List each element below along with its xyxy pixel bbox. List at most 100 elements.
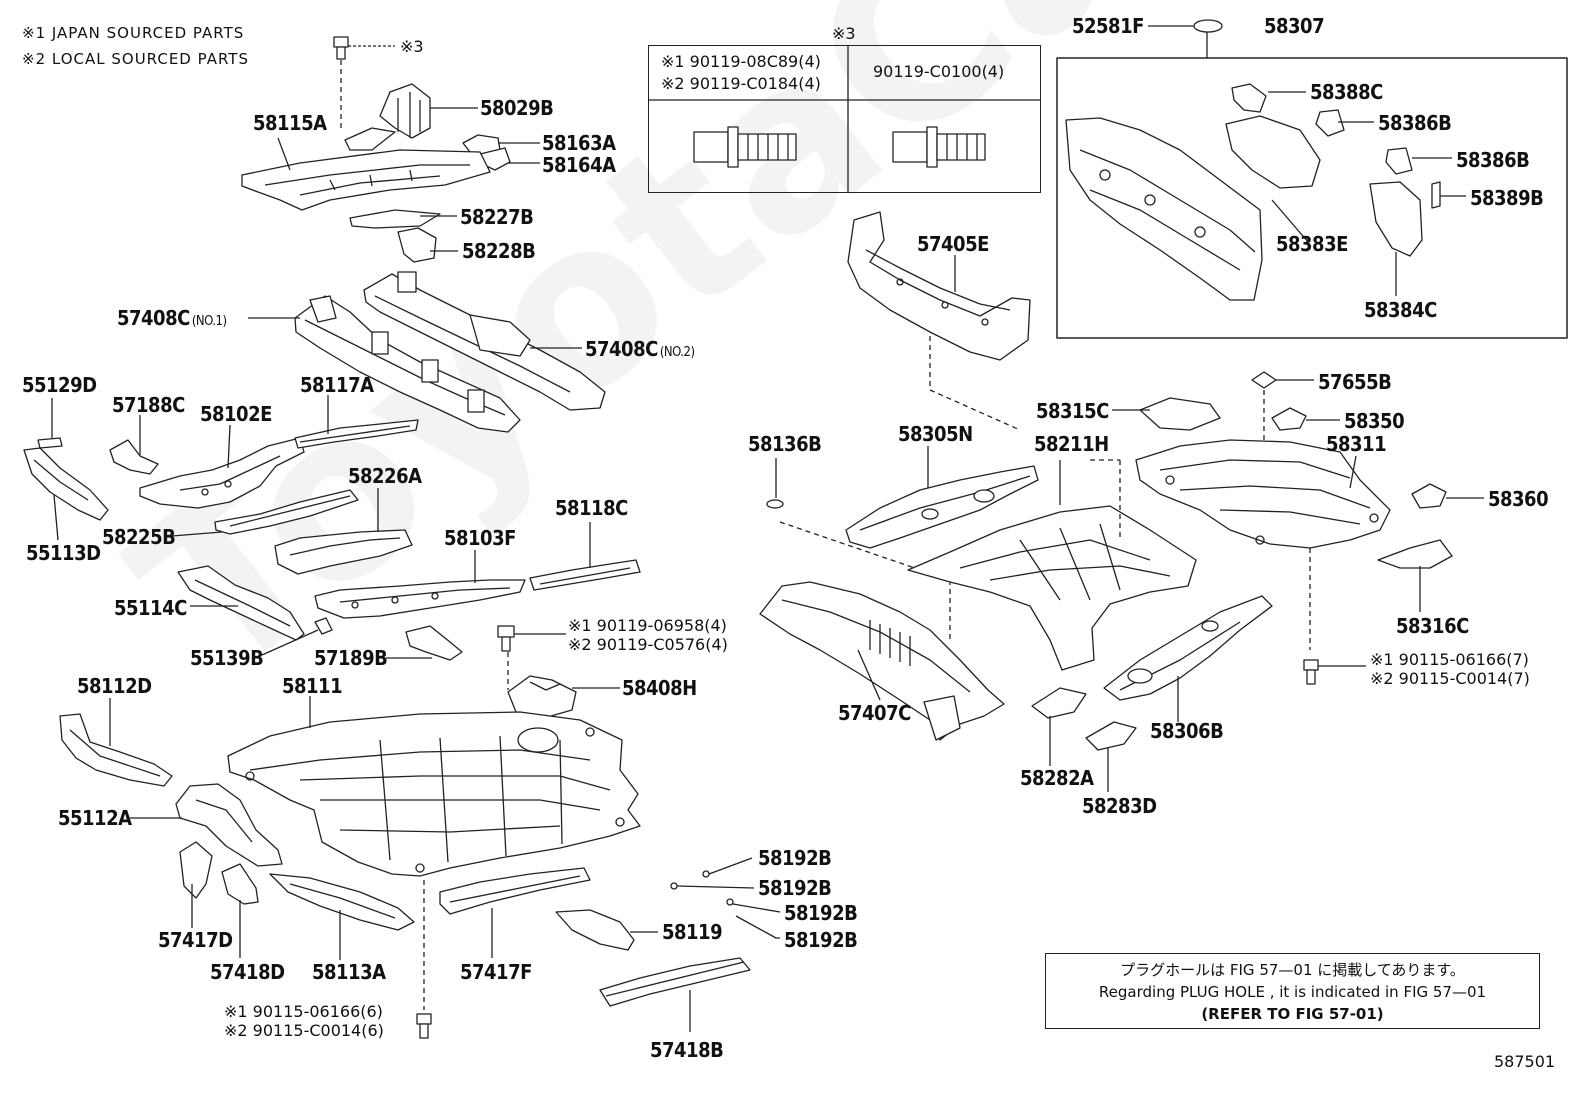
label-55129d: 55129D: [22, 373, 97, 397]
label-58384c: 58384C: [1364, 298, 1437, 322]
part-58283d: [1085, 721, 1137, 751]
label-58383e: 58383E: [1276, 232, 1348, 256]
label-58306b: 58306B: [1150, 719, 1224, 743]
bolt-table-left-line1: ※1 90119-08C89(4): [661, 52, 821, 71]
label-58211h: 58211H: [1034, 432, 1109, 456]
bolt-table-title: ※3: [832, 24, 856, 43]
label-bolt-bot-1: ※1 90115-06166(6): [224, 1002, 383, 1021]
part-58225b: [214, 489, 359, 535]
part-58102e: [139, 437, 305, 509]
part-58111: [227, 711, 641, 877]
label-58408h: 58408H: [622, 676, 697, 700]
part-55139b: [314, 617, 333, 635]
part-58226a: [274, 529, 413, 575]
label-58360: 58360: [1488, 487, 1549, 511]
label-55113d: 55113D: [26, 541, 101, 565]
label-58227b: 58227B: [460, 205, 534, 229]
label-57189b: 57189B: [314, 646, 388, 670]
label-55139b: 55139B: [190, 646, 264, 670]
part-57418d: [221, 863, 259, 905]
label-57407c: 57407C: [838, 701, 911, 725]
part-58103f: [314, 579, 526, 619]
pos-top-ref: ※3: [400, 37, 424, 56]
label-58226a: 58226A: [348, 464, 422, 488]
label-58192b-2: 58192B: [758, 876, 832, 900]
label-58350: 58350: [1344, 409, 1405, 433]
part-58315c: [1139, 397, 1221, 431]
part-57418b: [599, 957, 751, 1007]
label-52581f: 52581F: [1072, 14, 1144, 38]
plug-note-line3: (REFER TO FIG 57-01): [1201, 1005, 1384, 1023]
label-58228b: 58228B: [462, 239, 536, 263]
panel-58307-frame: [1056, 57, 1568, 339]
label-58388c: 58388C: [1310, 80, 1383, 104]
part-52581f: [1193, 19, 1223, 33]
part-58117a: [294, 419, 419, 449]
part-58227b: [349, 209, 441, 229]
part-57189b: [405, 625, 463, 661]
label-58192b-1: 58192B: [758, 846, 832, 870]
label-58282a: 58282A: [1020, 766, 1094, 790]
label-57405e: 57405E: [917, 232, 989, 256]
label-58164a: 58164A: [542, 153, 616, 177]
label-bolt-right-1: ※1 90115-06166(7): [1370, 650, 1529, 669]
label-57417f: 57417F: [460, 960, 532, 984]
label-58192b-3: 58192B: [784, 901, 858, 925]
label-58316c: 58316C: [1396, 614, 1469, 638]
bolt-table: ※1 90119-08C89(4) ※2 90119-C0184(4) 9011…: [648, 45, 1041, 193]
bolt-58408h: [497, 625, 515, 652]
part-57417d: [179, 841, 213, 899]
label-57408c-no1: 57408C(NO.1): [117, 306, 227, 330]
label-bolt-mid-1: ※1 90119-06958(4): [568, 616, 727, 635]
part-58211h: [907, 505, 1197, 671]
label-57408c-no2: 57408C(NO.2): [585, 337, 695, 361]
figure-number: 587501: [1494, 1052, 1556, 1071]
label-57417d: 57417D: [158, 928, 233, 952]
part-58388c: [1231, 83, 1267, 113]
label-58111: 58111: [282, 674, 343, 698]
label-58307: 58307: [1264, 14, 1325, 38]
part-55114c: [177, 565, 305, 641]
label-58117a: 58117A: [300, 373, 374, 397]
label-58225b: 58225B: [102, 525, 176, 549]
label-58102e: 58102E: [200, 402, 272, 426]
part-57408c-no2: [363, 271, 606, 411]
label-55112a: 55112A: [58, 806, 132, 830]
part-55112a: [175, 783, 283, 867]
label-58386b-1: 58386B: [1378, 111, 1452, 135]
label-57418b: 57418B: [650, 1038, 724, 1062]
part-58029b: [344, 83, 431, 151]
label-58112d: 58112D: [77, 674, 152, 698]
label-58113a: 58113A: [312, 960, 386, 984]
part-58311: [1135, 439, 1391, 549]
bolt-table-left-line2: ※2 90119-C0184(4): [661, 74, 821, 93]
part-58119: [555, 909, 635, 951]
label-57655b: 57655B: [1318, 370, 1392, 394]
label-55114c: 55114C: [114, 596, 187, 620]
plug-hole-note: プラグホールは FIG 57—01 に掲載してあります。 Regarding P…: [1045, 953, 1540, 1029]
part-57408c-no1: [294, 295, 521, 433]
label-58103f: 58103F: [444, 526, 516, 550]
note-japan-sourced: ※1 JAPAN SOURCED PARTS: [22, 24, 245, 42]
part-58350: [1271, 407, 1307, 431]
part-58305n: [845, 465, 1039, 549]
part-58384c-set: [1225, 109, 1441, 257]
label-bolt-mid-2: ※2 90119-C0576(4): [568, 635, 728, 654]
part-57417f: [439, 867, 591, 915]
label-bolt-right-2: ※2 90115-C0014(7): [1370, 669, 1530, 688]
bolt-58311: [1303, 659, 1319, 685]
bolt-table-graphics: [648, 46, 1040, 192]
label-bolt-bot-2: ※2 90115-C0014(6): [224, 1021, 384, 1040]
part-57655b: [1251, 371, 1277, 389]
label-57188c: 57188C: [112, 393, 185, 417]
part-58306b: [1103, 595, 1273, 701]
part-58118c: [529, 559, 641, 591]
bolt-58029b-top: [333, 36, 349, 60]
plug-note-line2: Regarding PLUG HOLE , it is indicated in…: [1098, 983, 1487, 1001]
part-58282a: [1031, 687, 1087, 719]
note-local-sourced: ※2 LOCAL SOURCED PARTS: [22, 50, 249, 68]
label-58305n: 58305N: [898, 422, 973, 446]
part-57407c: [759, 581, 1005, 741]
label-58163a: 58163A: [542, 131, 616, 155]
part-58136b: [766, 499, 784, 509]
